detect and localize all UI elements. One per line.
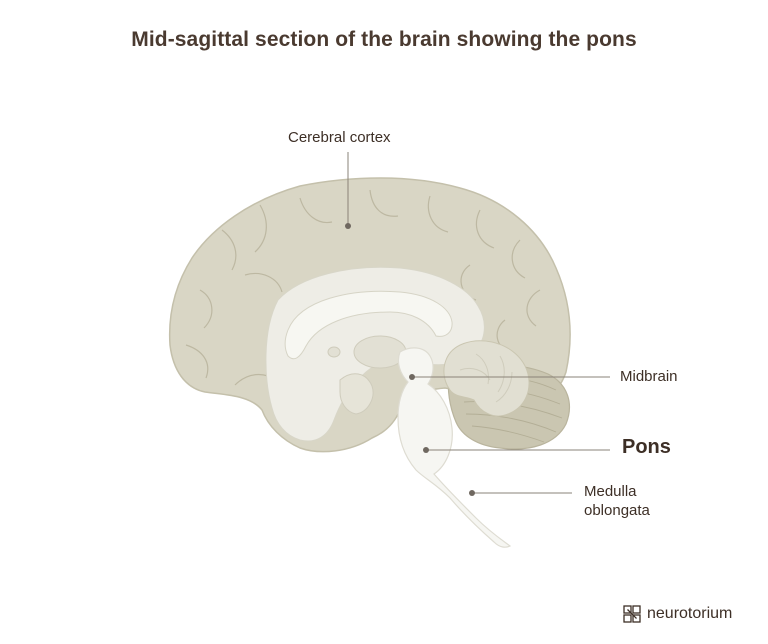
neurotorium-logo-icon <box>622 604 642 624</box>
label-medulla-oblongata: Medulla oblongata <box>584 482 650 520</box>
brand-name: neurotorium <box>647 605 732 623</box>
small-nucleus <box>328 347 340 357</box>
label-medulla-line2: oblongata <box>584 501 650 520</box>
label-pons: Pons <box>622 438 671 457</box>
label-cerebral-cortex: Cerebral cortex <box>288 128 391 147</box>
label-medulla-line1: Medulla <box>584 482 650 501</box>
brand-footer: neurotorium <box>622 604 732 624</box>
label-midbrain: Midbrain <box>620 367 678 386</box>
